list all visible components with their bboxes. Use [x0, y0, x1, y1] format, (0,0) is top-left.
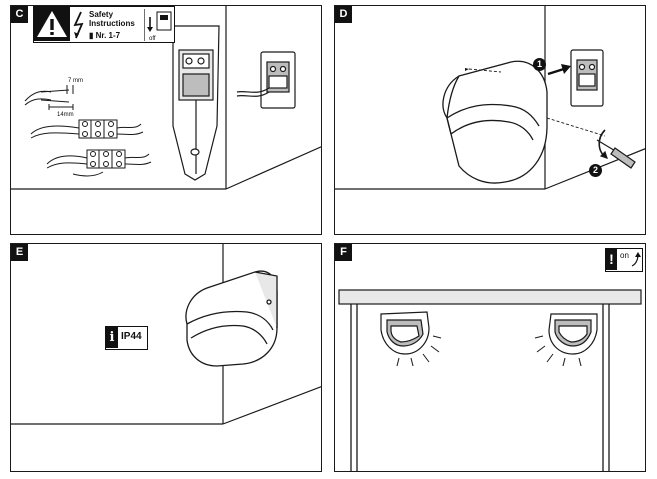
warning-triangle-icon [34, 7, 70, 41]
panel-letter: D [335, 6, 352, 23]
power-on-badge: ! on [605, 248, 643, 272]
panel-letter: F [335, 244, 352, 261]
safety-reference: ▮ Nr. 1-7 [89, 31, 121, 40]
motion-sensor [442, 60, 548, 184]
terminal-block-bottom [46, 149, 152, 177]
stripped-wire-icon [24, 85, 74, 110]
step-2-marker: 2 [589, 164, 602, 177]
sensor-housing-open [172, 25, 220, 181]
book-icon: ▮ [89, 31, 94, 40]
electric-bolt-icon [73, 11, 84, 39]
strip-length-14mm: 14mm [57, 112, 74, 118]
off-label: off [149, 36, 156, 42]
light-rays-right [534, 335, 582, 367]
panel-f-drawing [338, 289, 642, 471]
push-arrow-icon [547, 64, 571, 76]
sensor-right [548, 313, 598, 355]
wall-mount-plate [570, 49, 604, 107]
panel-d: D 1 2 [334, 5, 646, 235]
screwdriver-icon [596, 129, 636, 169]
panel-d-drawing [335, 6, 645, 190]
panel-e: E i IP44 [10, 243, 322, 472]
exclamation-icon: ! [606, 249, 617, 270]
panel-letter: E [11, 244, 28, 261]
motion-sensor-mounted [185, 270, 278, 367]
ip-rating-text: IP44 [121, 331, 142, 342]
panel-e-drawing [11, 244, 321, 425]
wall-mount-plate [236, 51, 296, 109]
switch-on-icon [631, 252, 641, 267]
panel-f: F ! on [334, 243, 646, 472]
power-on-text: on [620, 251, 629, 260]
terminal-block-top [30, 119, 144, 139]
step-1-marker: 1 [533, 58, 546, 71]
info-icon: i [106, 327, 118, 348]
ip-rating-badge: i IP44 [105, 326, 148, 350]
light-rays-left [396, 335, 442, 367]
fuse-off-icon [144, 9, 172, 41]
strip-length-7mm: 7 mm [68, 78, 83, 84]
panel-letter: C [11, 6, 28, 23]
panel-c-drawing [11, 6, 321, 190]
sensor-left [380, 311, 430, 355]
